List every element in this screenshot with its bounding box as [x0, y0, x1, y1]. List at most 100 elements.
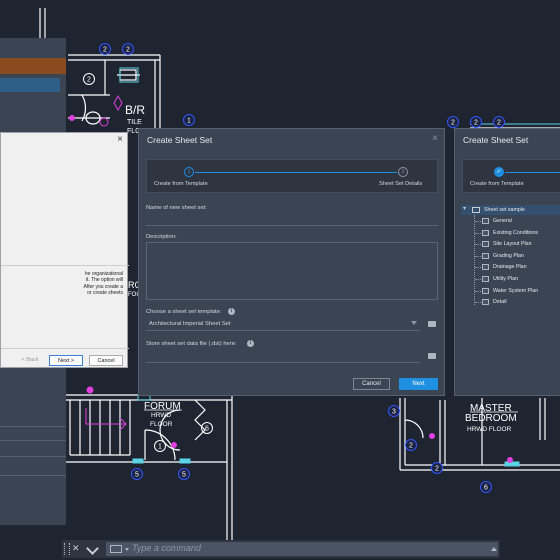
template-select-value[interactable]: Architectural Imperial Sheet Set [149, 321, 231, 327]
create-sheet-set-dialog-step2[interactable]: Create Sheet Set ✓ Create from Template … [454, 128, 560, 396]
template-select-underline [146, 330, 420, 331]
create-sheet-set-dialog[interactable]: Create Sheet Set × 1 2 Create from Templ… [138, 128, 445, 396]
tree-item-sheet[interactable]: Water System Plan [493, 287, 539, 294]
step-2-indicator[interactable]: 2 [398, 167, 408, 177]
cad-tag-label: 2 [451, 120, 455, 127]
cad-label-foc: FOC [128, 292, 141, 298]
legacy-next-button[interactable]: Next > [49, 355, 83, 366]
sheet-set-name-label: Name of new sheet set: [146, 205, 207, 211]
template-label: Choose a sheet set template: [146, 309, 222, 315]
cad-label-br: B/R [125, 103, 145, 117]
palette-selected-row[interactable] [0, 78, 60, 92]
palette-divider [0, 475, 66, 476]
tree-item-sheet[interactable]: Utility Plan [493, 276, 519, 282]
name-input-underline [146, 225, 438, 226]
command-line[interactable]: ✕ Type a command [62, 540, 500, 558]
cad-tag-label: 6 [205, 426, 209, 433]
cad-tag-label: 2 [126, 47, 130, 54]
sheet-icon [482, 276, 489, 282]
legacy-separator [1, 265, 129, 266]
store-location-input[interactable] [146, 350, 420, 362]
cad-tag-circle [83, 73, 95, 85]
cad-tag-circle [154, 440, 166, 452]
cad-tag-label: 2 [497, 120, 501, 127]
cad-label-rc: RC [128, 280, 141, 290]
template-info-icon[interactable]: i [228, 308, 235, 315]
legacy-close-icon[interactable]: × [117, 134, 123, 145]
command-input[interactable]: Type a command [132, 543, 201, 553]
cad-tag-circle [447, 116, 459, 128]
legacy-back-button[interactable]: < Back [21, 357, 39, 363]
sheet-icon [482, 287, 489, 294]
sheet-icon [482, 218, 489, 224]
cad-tag-circle [201, 422, 213, 434]
next-button[interactable]: Next [399, 378, 438, 390]
store-info-icon[interactable]: i [247, 340, 254, 347]
wizard-stepper: ✓ Create from Template [462, 159, 560, 193]
command-prompt-icon[interactable] [110, 545, 122, 553]
step-1-indicator[interactable]: 1 [184, 167, 194, 177]
template-browse-folder-icon[interactable] [428, 321, 436, 327]
tree-branch-line [475, 244, 481, 246]
cad-tag-circle [388, 405, 400, 417]
cancel-button[interactable]: Cancel [353, 378, 390, 390]
legacy-body-text: he organizational it. The option will Af… [83, 271, 123, 297]
step-1-complete-check-icon[interactable]: ✓ [494, 167, 504, 177]
cad-tag-circle [131, 468, 143, 480]
chevron-down-icon[interactable] [411, 321, 417, 325]
command-history-icon[interactable] [491, 547, 497, 551]
sheet-icon [482, 264, 489, 271]
palette-divider [0, 440, 66, 441]
wrench-icon[interactable] [86, 542, 99, 555]
tree-item-sheet[interactable]: Existing Conditions [493, 229, 539, 236]
sheet-icon [482, 252, 489, 259]
cad-label-hrwd-floor: HRWD FLOOR [467, 426, 512, 433]
stepper-line [505, 172, 560, 173]
cad-label-floor: FLOOR [150, 421, 173, 428]
palette-divider [0, 456, 66, 457]
palette-highlight-bar [0, 58, 66, 74]
description-textarea[interactable] [146, 242, 438, 300]
drag-handle-icon[interactable] [64, 543, 70, 555]
cad-label-master: MASTER [470, 403, 512, 414]
tree-root-row[interactable] [461, 205, 560, 215]
sheet-set-name-input[interactable] [146, 213, 438, 225]
cad-tag-circle [405, 439, 417, 451]
store-input-underline [146, 362, 420, 363]
cad-label-bedroom: BEDROOM [465, 413, 517, 424]
tree-root-label[interactable]: Sheet set sample [484, 207, 525, 213]
tree-item-sheet[interactable]: Drainage Plan [493, 264, 527, 271]
step-1-label: Create from Template [154, 181, 208, 187]
cad-label-forum: FORUM [144, 401, 181, 412]
description-label: Description: [146, 234, 177, 240]
cad-tag-label: 2 [435, 466, 439, 473]
stepper-line [195, 172, 397, 173]
tree-item-sheet[interactable]: Detail [493, 299, 507, 306]
cad-tag-circle [493, 116, 505, 128]
cad-tag-circle [431, 462, 443, 474]
tree-collapse-icon[interactable]: ▾ [463, 206, 467, 212]
close-icon[interactable]: ✕ [72, 543, 80, 553]
tree-item-sheet[interactable]: Site Layout Plan [493, 241, 532, 248]
tree-branch-line [475, 290, 481, 293]
tree-branch-line [475, 255, 481, 258]
close-icon[interactable]: × [432, 133, 438, 144]
tree-branch-line [475, 302, 481, 304]
store-browse-folder-icon[interactable] [428, 353, 436, 359]
sheet-icon [482, 229, 489, 236]
chevron-down-icon[interactable] [125, 548, 129, 551]
tree-item-sheet[interactable]: General [493, 218, 512, 224]
command-input-box[interactable] [106, 542, 498, 556]
legacy-create-sheet-set-dialog[interactable]: × he organizational it. The option will … [0, 132, 129, 368]
sheet-set-icon [472, 207, 480, 213]
cad-label-hrwd: HRWD [151, 412, 171, 419]
cad-tag-label: 6 [484, 485, 488, 492]
cad-tag-label: 2 [409, 443, 413, 450]
dialog-title: Create Sheet Set [463, 135, 529, 145]
tree-branch-line [475, 279, 481, 281]
tree-item-sheet[interactable]: Grading Plan [493, 252, 524, 259]
legacy-cancel-button[interactable]: Cancel [89, 355, 123, 366]
cad-tag-label: 5 [135, 472, 139, 479]
tree-branch-line [475, 267, 481, 269]
